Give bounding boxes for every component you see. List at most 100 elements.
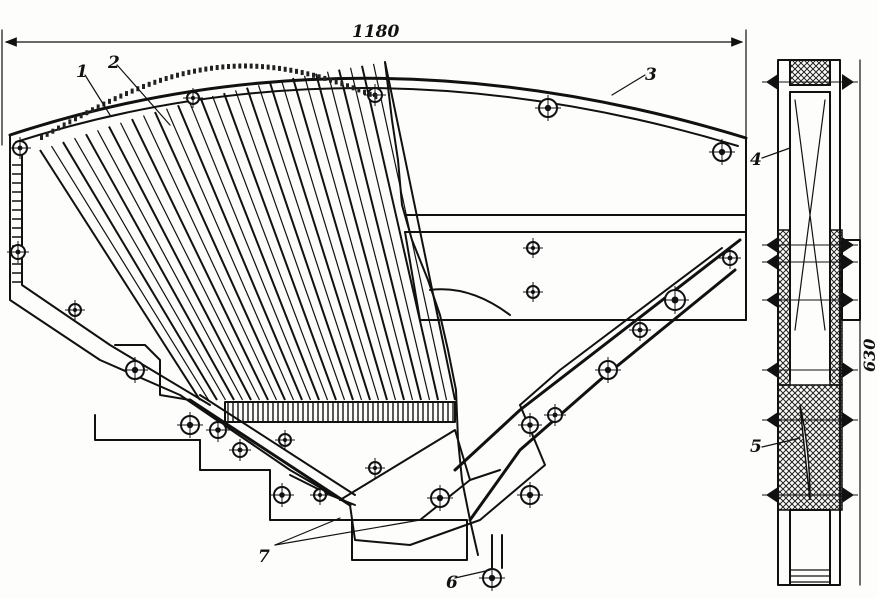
perforation (187, 69, 191, 75)
lower-frame (94, 231, 742, 569)
perforation (147, 81, 151, 87)
radial-blade (50, 145, 210, 401)
perforation (323, 75, 327, 81)
perforation (249, 63, 253, 69)
radial-blade (188, 101, 312, 401)
radial-blade (257, 84, 363, 401)
width-dimension: 1180 (1, 22, 747, 146)
perforation (261, 64, 264, 70)
perforation (170, 74, 174, 80)
perforation (346, 83, 349, 89)
perforation (181, 71, 185, 77)
radial-blade (131, 118, 269, 401)
perforation (232, 63, 236, 69)
perforation (142, 83, 145, 89)
perforation (244, 63, 247, 69)
side-view (777, 59, 861, 586)
perforation (340, 81, 344, 87)
perforation (198, 67, 202, 73)
perforation (96, 104, 100, 110)
callout-1: 1 (76, 62, 88, 82)
radial-blade (280, 80, 380, 401)
radial-blade (234, 90, 346, 401)
perforation (329, 77, 332, 83)
radial-blade (292, 77, 388, 401)
radial-blade (384, 61, 456, 401)
radial-blade (361, 65, 439, 401)
break-line (384, 61, 479, 556)
radial-blade (223, 92, 337, 401)
perforation (317, 74, 321, 80)
perforation (176, 72, 179, 78)
radial-blade (269, 82, 371, 401)
radial-blade (73, 137, 227, 401)
radial-blade (177, 104, 303, 401)
perforation (215, 65, 219, 71)
callout-7: 7 (258, 547, 270, 567)
perforation (289, 67, 293, 73)
perforation (221, 64, 225, 70)
callout-5: 5 (750, 437, 762, 457)
radial-blade (200, 98, 320, 401)
perforation (210, 65, 213, 71)
perforation (368, 91, 372, 97)
radial-blade (119, 122, 261, 401)
radial-blade (154, 111, 286, 401)
callout-4: 4 (750, 150, 762, 170)
perforation (79, 113, 83, 119)
callout-3: 3 (645, 65, 657, 85)
radial-blade (303, 75, 397, 401)
width-dimension-label: 1180 (352, 22, 399, 42)
radial-blade (85, 133, 235, 401)
perforation (295, 68, 298, 74)
perforation (113, 96, 117, 102)
perforation (300, 70, 304, 76)
perforation (255, 63, 259, 69)
perforation (351, 85, 355, 91)
perforation (153, 79, 157, 85)
perforation (272, 65, 276, 71)
perforation (278, 65, 281, 71)
perforation (204, 66, 208, 72)
radial-blade (246, 87, 354, 401)
height-dimension-label: 630 (860, 339, 877, 372)
radial-blade (165, 108, 295, 401)
perforation (306, 71, 310, 77)
perforation (108, 98, 111, 104)
callout-6: 6 (446, 573, 458, 593)
radial-blade (349, 67, 431, 401)
perforation (374, 94, 378, 100)
perforation (357, 87, 361, 93)
perforation (119, 93, 123, 99)
radial-blade (315, 73, 405, 401)
perforation (57, 125, 60, 131)
perforation (193, 68, 196, 74)
leader-lines (84, 65, 801, 579)
perforation (266, 64, 270, 70)
perforation (283, 66, 287, 72)
callout-2: 2 (107, 53, 120, 73)
perforation (312, 72, 315, 78)
perforation (45, 131, 49, 137)
perforation-marks (40, 63, 378, 140)
perforation (164, 76, 168, 82)
radial-blade (338, 69, 422, 401)
perforation (334, 79, 338, 85)
perforation (130, 88, 134, 94)
perforation (40, 135, 43, 140)
perforation (62, 122, 66, 128)
perforation (68, 119, 72, 125)
radial-blade (108, 126, 252, 401)
perforation (74, 116, 77, 122)
perforation (85, 110, 89, 116)
radial-blade (142, 115, 278, 401)
bolts (7, 84, 741, 591)
radial-blade (211, 95, 329, 401)
perforation (91, 107, 94, 113)
perforation (227, 64, 230, 70)
radial-blade (62, 141, 218, 401)
perforation (363, 89, 366, 95)
radial-blade (96, 130, 244, 401)
